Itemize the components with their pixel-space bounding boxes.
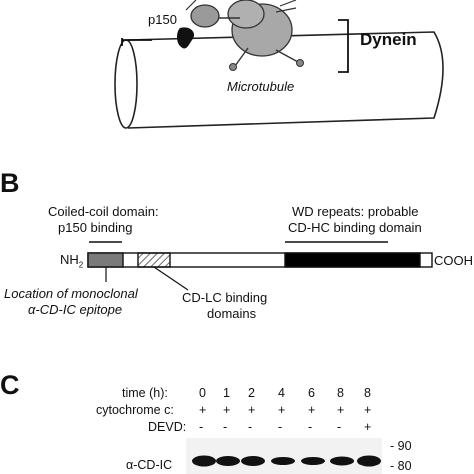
wd-repeats-label: WD repeats: probable xyxy=(292,204,419,219)
blot-background xyxy=(186,438,382,474)
wd-repeats-domain xyxy=(284,252,421,268)
devd-sign: - xyxy=(337,420,342,434)
time-value: 8 xyxy=(337,386,344,400)
row-label-time: time (h): xyxy=(122,386,168,400)
devd-sign: - xyxy=(278,420,283,434)
panel-c-letter: C xyxy=(0,370,20,400)
monoclonal-label-line2: α-CD-IC epitope xyxy=(28,302,123,317)
cytochrome-sign: + xyxy=(248,403,256,417)
dynein-heads xyxy=(185,0,304,71)
cdlc-label-line2: domains xyxy=(207,306,257,321)
panel-b-letter: B xyxy=(0,168,20,198)
time-value: 8 xyxy=(364,386,371,400)
blot-bands xyxy=(192,455,381,467)
blot-band xyxy=(357,455,381,467)
time-value: 1 xyxy=(223,386,230,400)
row-label-cytochrome: cytochrome c: xyxy=(96,403,174,417)
cytochrome-sign: + xyxy=(278,403,286,417)
time-value: 2 xyxy=(248,386,255,400)
blot-band xyxy=(330,456,354,466)
time-value: 0 xyxy=(199,386,206,400)
marker-90: - 90 xyxy=(390,439,412,453)
cytochrome-sign: + xyxy=(223,403,231,417)
blot-label: α-CD-IC xyxy=(126,458,173,472)
monoclonal-label-line1: Location of monoclonal xyxy=(4,286,138,301)
cooh-label: COOH xyxy=(434,253,473,268)
cytochrome-sign: + xyxy=(337,403,345,417)
blot-band xyxy=(192,455,216,467)
p150-shape xyxy=(177,27,195,49)
p150-label: p150 xyxy=(148,12,177,27)
coiled-coil-sub: p150 binding xyxy=(58,220,133,235)
wd-repeats-sub: CD-HC binding domain xyxy=(288,220,422,235)
nh2-label: NH2 xyxy=(60,252,84,270)
blot-band xyxy=(216,456,240,466)
devd-sign: - xyxy=(308,420,313,434)
cdlc-pointer xyxy=(153,266,189,291)
devd-sign: - xyxy=(248,420,253,434)
row-label-devd: DEVD: xyxy=(148,420,187,434)
cytochrome-sign: + xyxy=(199,403,207,417)
marker-80: - 80 xyxy=(390,459,412,473)
devd-sign: + xyxy=(364,420,372,434)
dynein-label: Dynein xyxy=(360,30,417,49)
time-value: 4 xyxy=(278,386,285,400)
cdlc-label-line1: CD-LC binding xyxy=(182,290,268,305)
blot-band xyxy=(241,456,265,466)
cytochrome-sign: + xyxy=(364,403,372,417)
devd-sign: - xyxy=(199,420,204,434)
dynein-bracket xyxy=(121,19,349,73)
devd-sign: - xyxy=(223,420,228,434)
coiled-coil-label: Coiled-coil domain: xyxy=(48,204,159,219)
blot-band xyxy=(301,457,325,465)
microtubule-label: Microtubule xyxy=(227,79,295,94)
blot-band xyxy=(271,457,295,465)
cytochrome-sign: + xyxy=(308,403,316,417)
time-value: 6 xyxy=(308,386,315,400)
